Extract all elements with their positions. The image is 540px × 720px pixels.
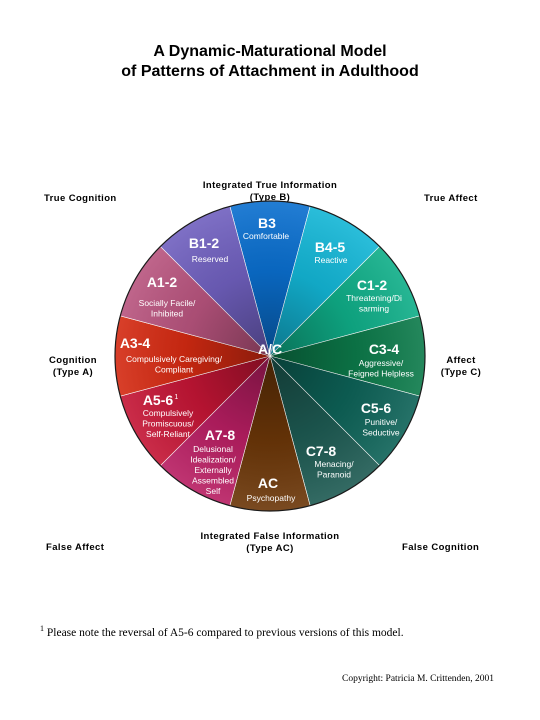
segment-desc-c1-2: sarming bbox=[359, 304, 390, 314]
footnote: 1 Please note the reversal of A5-6 compa… bbox=[40, 624, 404, 639]
axis-top-line-1: Integrated True Information bbox=[202, 180, 338, 191]
segment-code-c1-2: C1-2 bbox=[357, 277, 388, 293]
footnote-text: Please note the reversal of A5-6 compare… bbox=[46, 626, 404, 639]
segment-desc-c1-2: Threatening/Di bbox=[346, 293, 402, 303]
segment-desc-a7-8: Idealization/ bbox=[190, 455, 236, 465]
segment-desc-a1-2: Inhibited bbox=[151, 309, 183, 319]
segment-desc-a7-8: Self bbox=[206, 486, 221, 496]
segment-desc-a5-6: Promiscuous/ bbox=[142, 419, 194, 429]
center-label: A/C bbox=[258, 341, 282, 357]
segment-desc-ac: Psychopathy bbox=[247, 493, 296, 503]
segment-desc-a3-4: Compulsively Caregiving/ bbox=[126, 354, 223, 364]
segment-desc-c3-4: Aggressive/ bbox=[359, 358, 404, 368]
axis-left-line-2: (Type A) bbox=[52, 367, 94, 378]
title-line-1: A Dynamic-Maturational Model bbox=[153, 43, 387, 60]
segment-desc-c3-4: Feigned Helpless bbox=[348, 369, 414, 379]
axis-bottom-line-2: (Type AC) bbox=[246, 543, 294, 554]
axis-left-label: Cognition (Type A) bbox=[38, 355, 108, 379]
segment-code-a7-8: A7-8 bbox=[205, 427, 236, 443]
segment-desc-b1-2: Reserved bbox=[192, 254, 229, 264]
segment-code-a5-6: A5-6 bbox=[143, 392, 174, 408]
wheel-rim bbox=[114, 200, 426, 512]
label-false-affect: False Affect bbox=[46, 542, 105, 553]
segment-code-a1-2: A1-2 bbox=[147, 274, 178, 290]
axis-right-line-2: (Type C) bbox=[440, 367, 482, 378]
segment-code-superscript: 1 bbox=[174, 394, 178, 401]
axis-right-line-1: Affect bbox=[446, 355, 476, 366]
segment-desc-a7-8: Delusional bbox=[193, 444, 233, 454]
axis-top-line-2: (Type B) bbox=[249, 192, 291, 203]
label-false-cognition: False Cognition bbox=[402, 542, 480, 553]
segment-desc-c5-6: Punitive/ bbox=[365, 417, 398, 427]
segment-desc-c5-6: Seductive bbox=[362, 428, 400, 438]
footnote-marker: 1 bbox=[40, 624, 44, 633]
segment-desc-b3: Comfortable bbox=[243, 231, 290, 241]
label-true-affect: True Affect bbox=[424, 193, 478, 204]
segment-desc-a5-6: Compulsively bbox=[143, 408, 194, 418]
segment-desc-c7-8: Menacing/ bbox=[314, 459, 354, 469]
segment-code-a3-4: A3-4 bbox=[120, 335, 151, 351]
axis-bottom-label: Integrated False Information (Type AC) bbox=[170, 531, 370, 555]
segment-code-b3: B3 bbox=[258, 215, 276, 231]
segment-desc-a5-6: Self-Reliant bbox=[146, 429, 191, 439]
axis-left-line-1: Cognition bbox=[49, 355, 97, 366]
axis-bottom-line-1: Integrated False Information bbox=[200, 531, 340, 542]
axis-top-label: Integrated True Information (Type B) bbox=[170, 180, 370, 204]
segment-code-b1-2: B1-2 bbox=[189, 235, 220, 251]
segment-desc-a3-4: Compliant bbox=[155, 365, 194, 375]
label-true-cognition: True Cognition bbox=[44, 193, 117, 204]
segment-code-c5-6: C5-6 bbox=[361, 400, 392, 416]
title-line-2: of Patterns of Attachment in Adulthood bbox=[121, 63, 419, 80]
segment-code-b4-5: B4-5 bbox=[315, 239, 346, 255]
copyright: Copyright: Patricia M. Crittenden, 2001 bbox=[342, 674, 494, 684]
segment-desc-a7-8: Assembled bbox=[192, 476, 234, 486]
segment-code-c3-4: C3-4 bbox=[369, 341, 400, 357]
axis-right-label: Affect (Type C) bbox=[428, 355, 494, 379]
segment-code-c7-8: C7-8 bbox=[306, 443, 337, 459]
segment-desc-a7-8: Externally bbox=[194, 465, 232, 475]
segment-desc-a1-2: Socially Facile/ bbox=[139, 298, 196, 308]
segment-desc-b4-5: Reactive bbox=[314, 255, 347, 265]
segment-desc-c7-8: Paranoid bbox=[317, 470, 351, 480]
segment-code-ac: AC bbox=[258, 475, 278, 491]
